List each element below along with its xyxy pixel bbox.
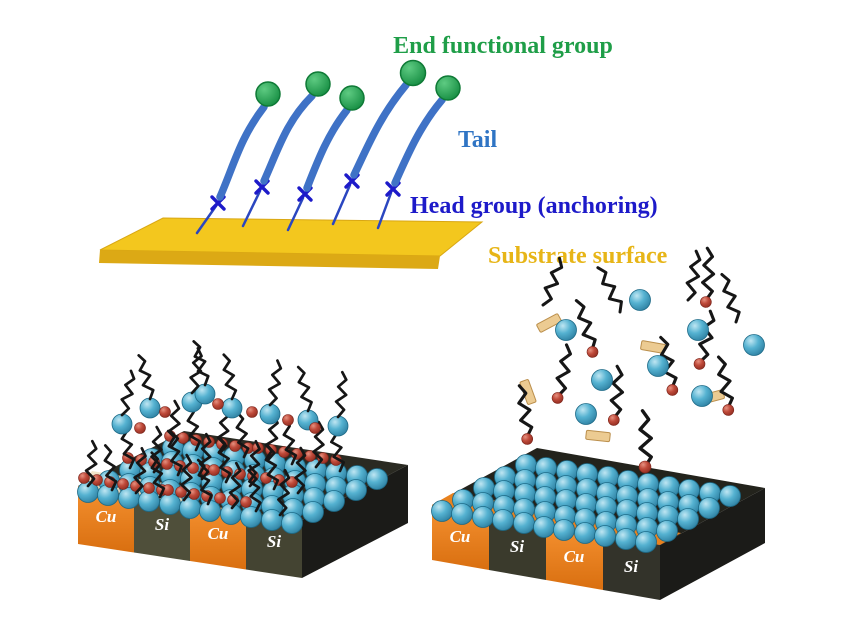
molecule-tail	[260, 92, 316, 185]
tail-label: Tail	[458, 127, 497, 153]
second-layer-anchors	[134, 398, 321, 434]
end-group-ball	[305, 71, 331, 97]
second-layer-spheres	[111, 383, 349, 437]
coated-substrate-block: Cu Si Cu Si	[77, 338, 408, 578]
sam-molecule	[241, 71, 331, 228]
end-group-ball	[435, 75, 461, 101]
block-side-face	[660, 488, 765, 600]
substrate-surface-label: Substrate surface	[488, 243, 668, 269]
cu-label: Cu	[450, 527, 471, 546]
molecule-tail	[350, 81, 410, 179]
block-side-face	[302, 465, 408, 578]
cu-label: Cu	[96, 507, 117, 526]
end-group-ball	[339, 85, 365, 111]
molecule-tail	[391, 96, 446, 187]
head-group-label: Head group (anchoring)	[410, 193, 658, 219]
sam-schematic: End functional group Tail Head group (an…	[99, 33, 668, 269]
free-atom-spheres	[555, 289, 765, 425]
clean-substrate-block: Cu Si Cu Si	[431, 409, 765, 600]
molecule-tail	[303, 106, 351, 192]
cu-label: Cu	[208, 524, 229, 543]
solution-species	[516, 248, 765, 445]
sam-molecule	[286, 85, 365, 232]
end-group-ball	[255, 81, 281, 107]
end-group-ball	[399, 59, 427, 87]
sam-molecule	[376, 75, 461, 230]
anchored-molecule	[638, 409, 653, 474]
substrate-slab	[99, 217, 484, 269]
molecule-tail	[216, 103, 268, 201]
si-segment	[489, 515, 546, 580]
si-label: Si	[267, 532, 281, 551]
si-label: Si	[624, 557, 638, 576]
si-label: Si	[155, 515, 169, 534]
end-functional-group-label: End functional group	[393, 33, 613, 59]
cu-label: Cu	[564, 547, 585, 566]
sam-molecule	[331, 59, 427, 226]
si-label: Si	[510, 537, 524, 556]
sam-molecule	[195, 81, 281, 235]
